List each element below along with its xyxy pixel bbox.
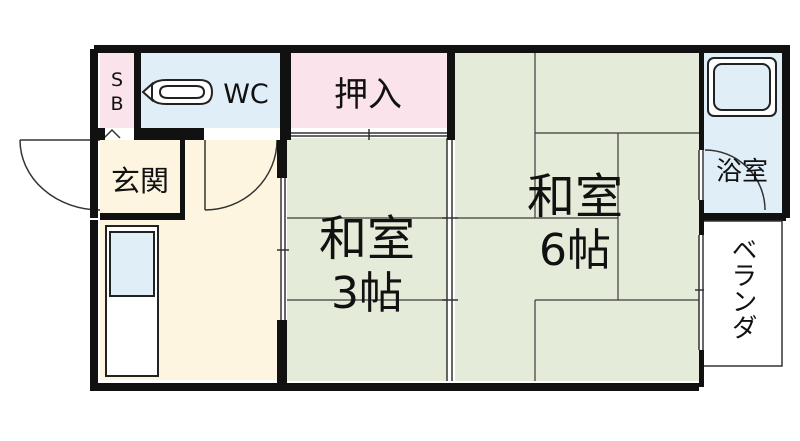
walls — [90, 45, 790, 391]
room-labels: S B WC 押入 玄関 和室 3帖 和室 6帖 浴室 ベランダ — [110, 69, 768, 340]
washitsu3-name: 和室 — [319, 211, 415, 267]
partitions — [277, 129, 707, 381]
wall — [180, 140, 185, 220]
washitsu3-size: 3帖 — [331, 268, 403, 319]
wall — [277, 320, 287, 387]
wall — [699, 350, 704, 387]
wall — [447, 49, 455, 140]
wall — [699, 213, 786, 221]
sb-label-1: S — [111, 69, 123, 91]
kitchen-sink-icon — [105, 225, 159, 377]
wall — [100, 213, 185, 220]
wall — [699, 49, 704, 150]
wc-label: WC — [223, 79, 269, 110]
tatami-seams — [287, 53, 699, 381]
genkan-label: 玄関 — [111, 164, 169, 198]
bath-label: 浴室 — [716, 157, 768, 187]
washitsu6-size: 6帖 — [539, 225, 611, 276]
toilet-icon — [141, 79, 214, 105]
veranda-outline — [704, 220, 783, 367]
bathtub-icon — [707, 57, 777, 117]
veranda-label: ベランダ — [727, 236, 757, 340]
wall — [280, 49, 291, 140]
sb-label-2: B — [110, 93, 123, 115]
washitsu6-name: 和室 — [527, 169, 623, 225]
washitsu6-floor — [455, 53, 699, 381]
washitsu3-floor — [287, 138, 447, 381]
wall — [134, 49, 141, 140]
oshiire-floor — [291, 53, 447, 128]
oshiire-label: 押入 — [334, 75, 402, 115]
sb-floor — [100, 53, 134, 128]
wall — [134, 128, 204, 140]
wall — [277, 140, 287, 178]
wall — [90, 128, 105, 140]
